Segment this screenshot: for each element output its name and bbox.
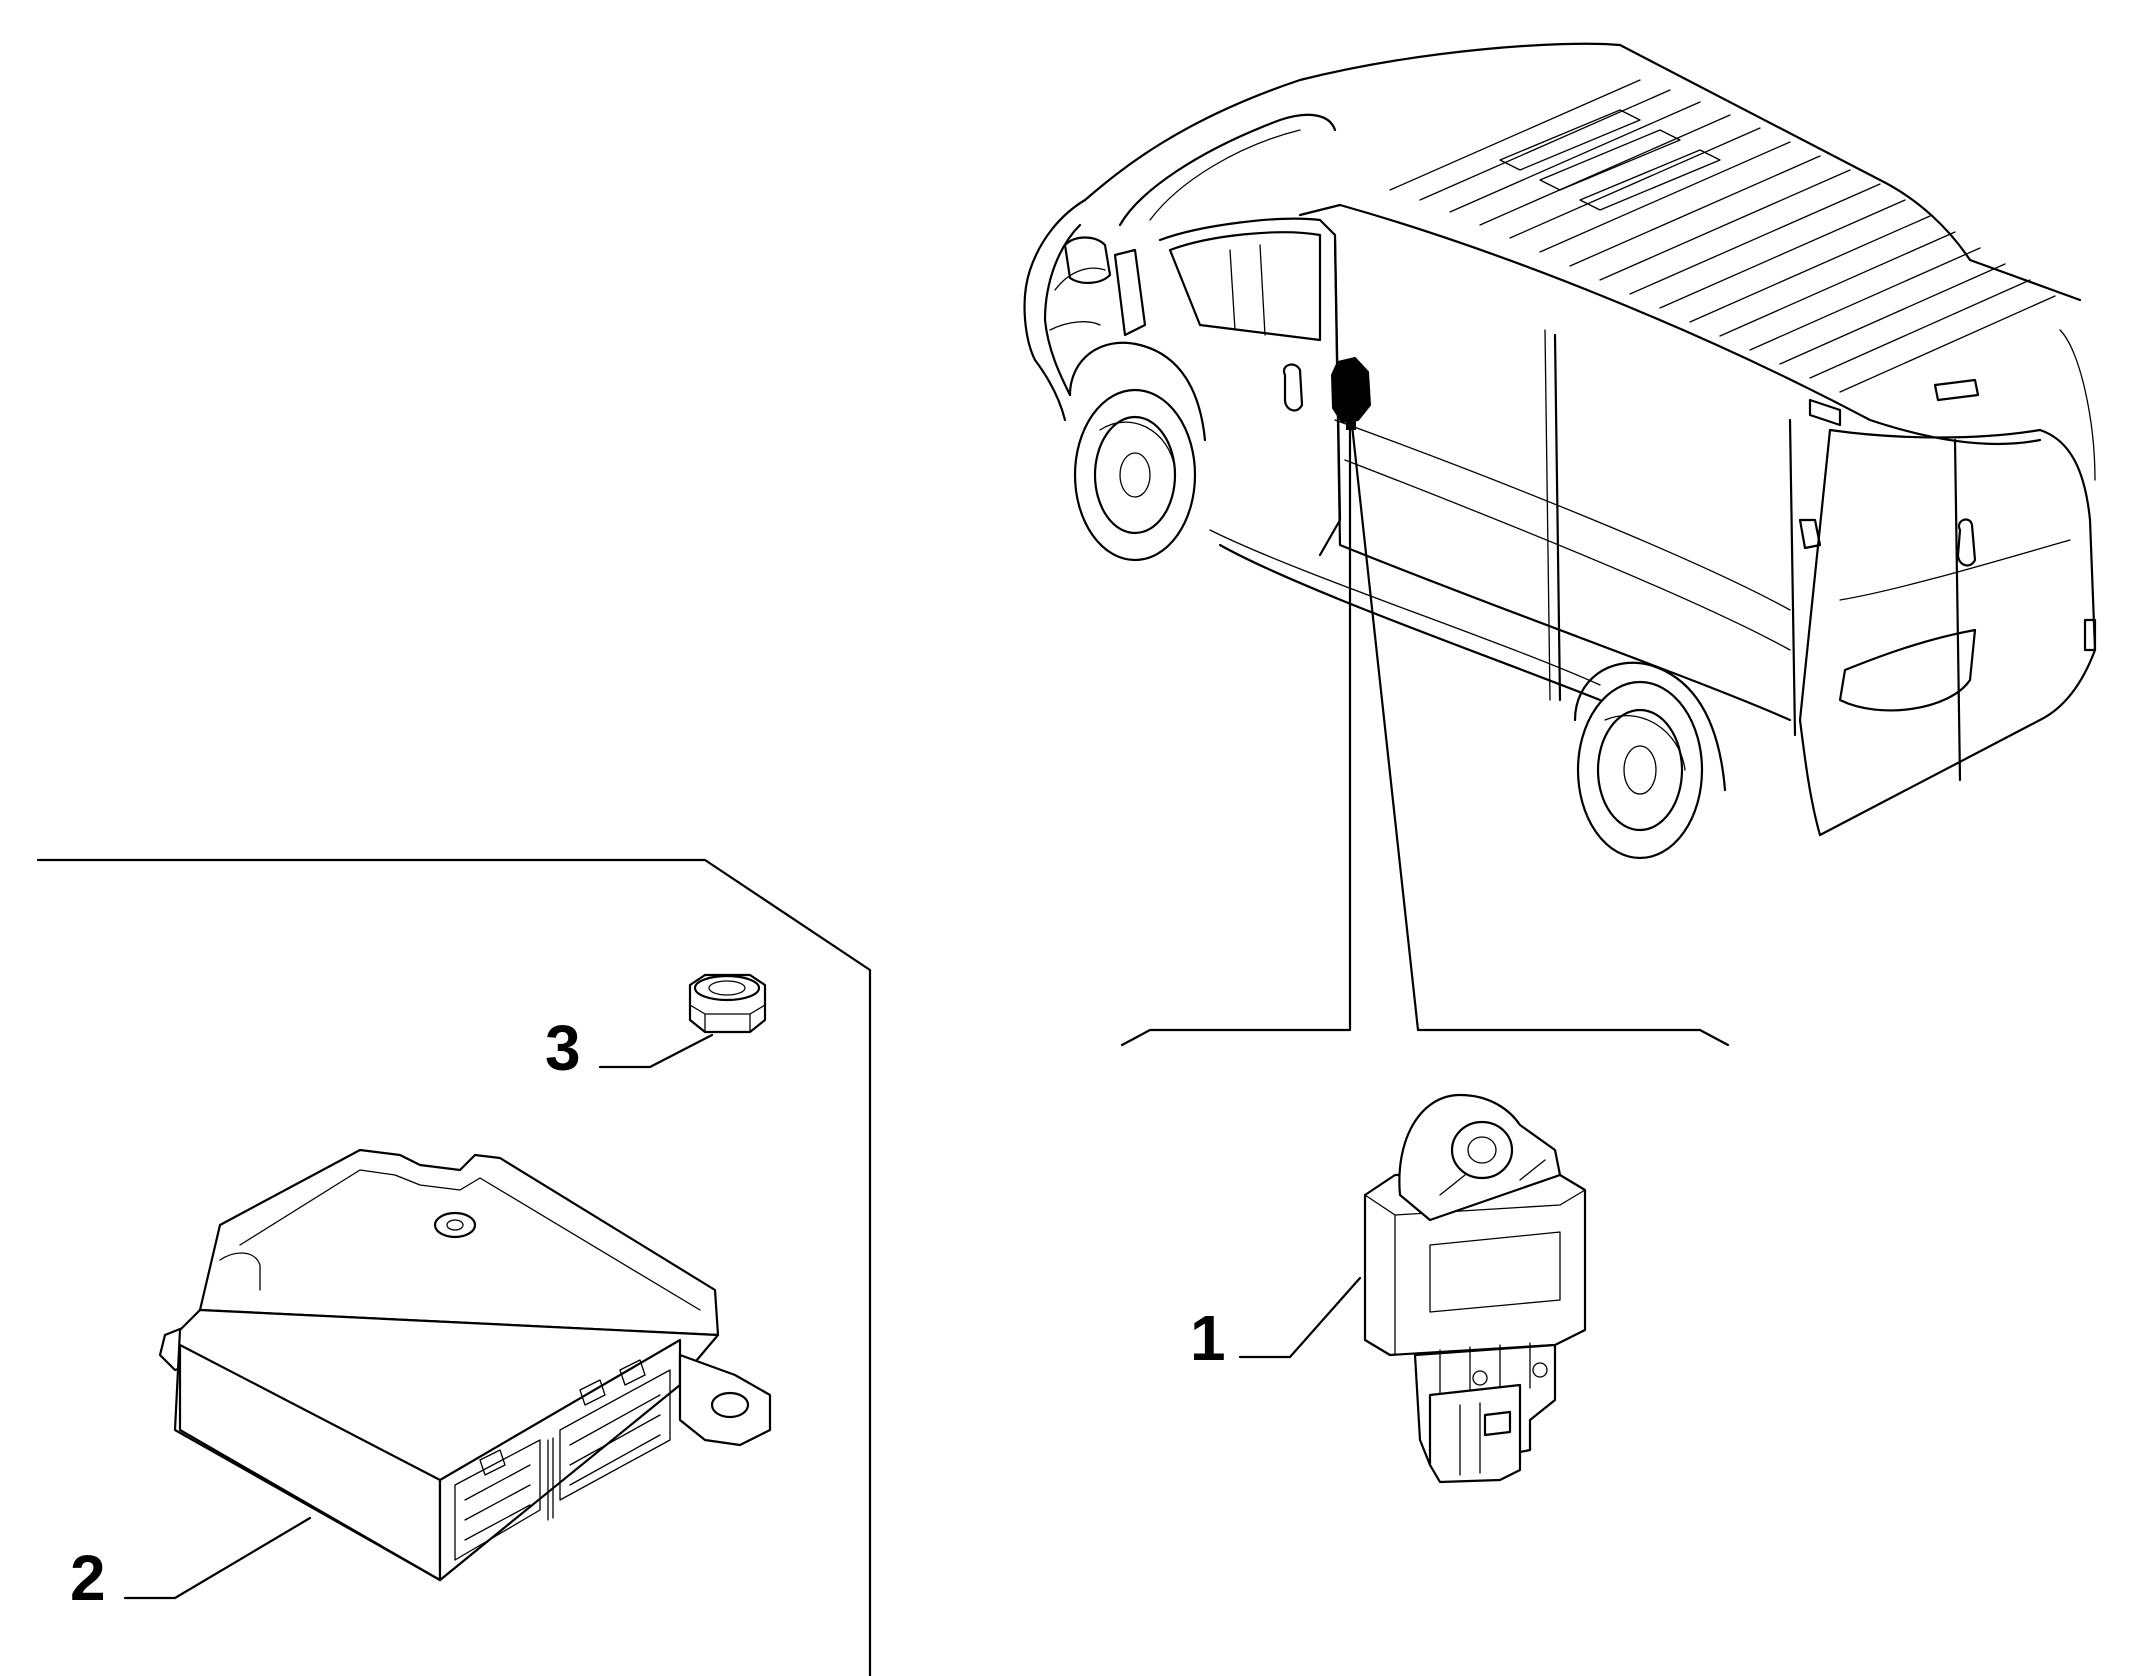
callout-1: 1 xyxy=(1190,1302,1226,1374)
van-icon xyxy=(1023,42,2097,860)
callout-2: 2 xyxy=(70,1542,106,1614)
leader-line-1 xyxy=(1238,1276,1362,1359)
rear-wheel-icon xyxy=(1576,680,1704,860)
leader-line-3 xyxy=(598,1033,714,1069)
panel-frame xyxy=(36,858,872,1676)
leader-line-2 xyxy=(123,1516,312,1600)
front-wheel-icon xyxy=(1073,388,1197,562)
callout-3: 3 xyxy=(545,1012,581,1084)
leader-lines-van xyxy=(1120,423,1730,1047)
impact-sensor-icon xyxy=(1363,1093,1587,1484)
connector-block xyxy=(454,1359,671,1561)
airbag-control-unit-icon xyxy=(158,1148,772,1582)
hex-nut-icon xyxy=(688,973,767,1034)
